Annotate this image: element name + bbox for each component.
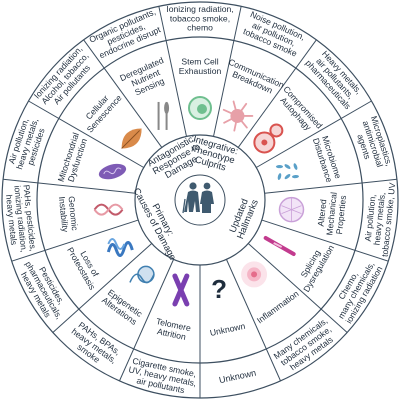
sector-divider — [261, 219, 389, 262]
stem-cell-icon — [188, 96, 212, 120]
protein-icon — [106, 238, 134, 257]
inflammation-icon — [241, 261, 268, 288]
exposure-stem-cell-exhaustion-line: Ionizing radiation, — [166, 4, 233, 14]
sector-divider — [11, 219, 139, 262]
nucleosome-icon — [129, 265, 155, 284]
microbiome-icon — [275, 163, 299, 180]
sector-divider — [237, 39, 317, 148]
hallmark-altered-mechanical-properties-line: Properties — [334, 195, 348, 235]
hallmark-altered-mechanical-properties-line: Mechanical — [324, 192, 338, 236]
sector-divider — [119, 259, 175, 382]
center-disc — [174, 174, 226, 226]
sector-divider — [225, 259, 281, 382]
neuron-icon — [222, 100, 254, 132]
exposure-stem-cell-exhaustion: Ionizing radiation,tobacco smoke,chemo — [166, 4, 233, 32]
dna-icon — [93, 203, 124, 216]
hallmark-genomic-instability-line: Genomic — [66, 196, 80, 232]
chromosome-icon — [172, 273, 190, 307]
exposure-stem-cell-exhaustion-line: tobacco smoke, — [170, 13, 230, 23]
hallmark-altered-mechanical-properties-line: Altered — [316, 199, 329, 227]
sector-divider — [213, 6, 242, 137]
sector-divider — [264, 178, 397, 194]
hallmark-genomic-instability-line: Instability — [57, 196, 71, 233]
sector-divider — [83, 39, 163, 148]
sector-divider — [247, 243, 348, 333]
exposure-genomic-instability: PAHs, pesticides,ionizing radiation,heav… — [4, 184, 38, 252]
cutlery-icon — [157, 101, 170, 130]
exposure-altered-mechanical-properties-line: Air pollution, — [363, 194, 378, 242]
sector-divider — [3, 178, 136, 194]
sector-divider — [52, 243, 153, 333]
rna-icon — [263, 236, 296, 256]
mitochondrion-icon — [98, 163, 127, 180]
elderly-couple-icon — [182, 182, 214, 214]
sector-divider — [28, 100, 144, 168]
hallmark-stem-cell-exhaustion-line: Exhaustion — [179, 66, 222, 76]
hallmark-stem-cell-exhaustion-line: Stem Cell — [181, 56, 218, 66]
question-mark-icon: ? — [211, 274, 227, 304]
autophagy-icon — [253, 123, 284, 154]
exposure-stem-cell-exhaustion-line: chemo — [187, 22, 213, 32]
mesh-icon — [278, 196, 305, 223]
svg-text:?: ? — [211, 274, 227, 304]
sector-divider — [158, 6, 187, 137]
sector-divider — [256, 100, 372, 168]
leaf-icon — [121, 128, 142, 149]
